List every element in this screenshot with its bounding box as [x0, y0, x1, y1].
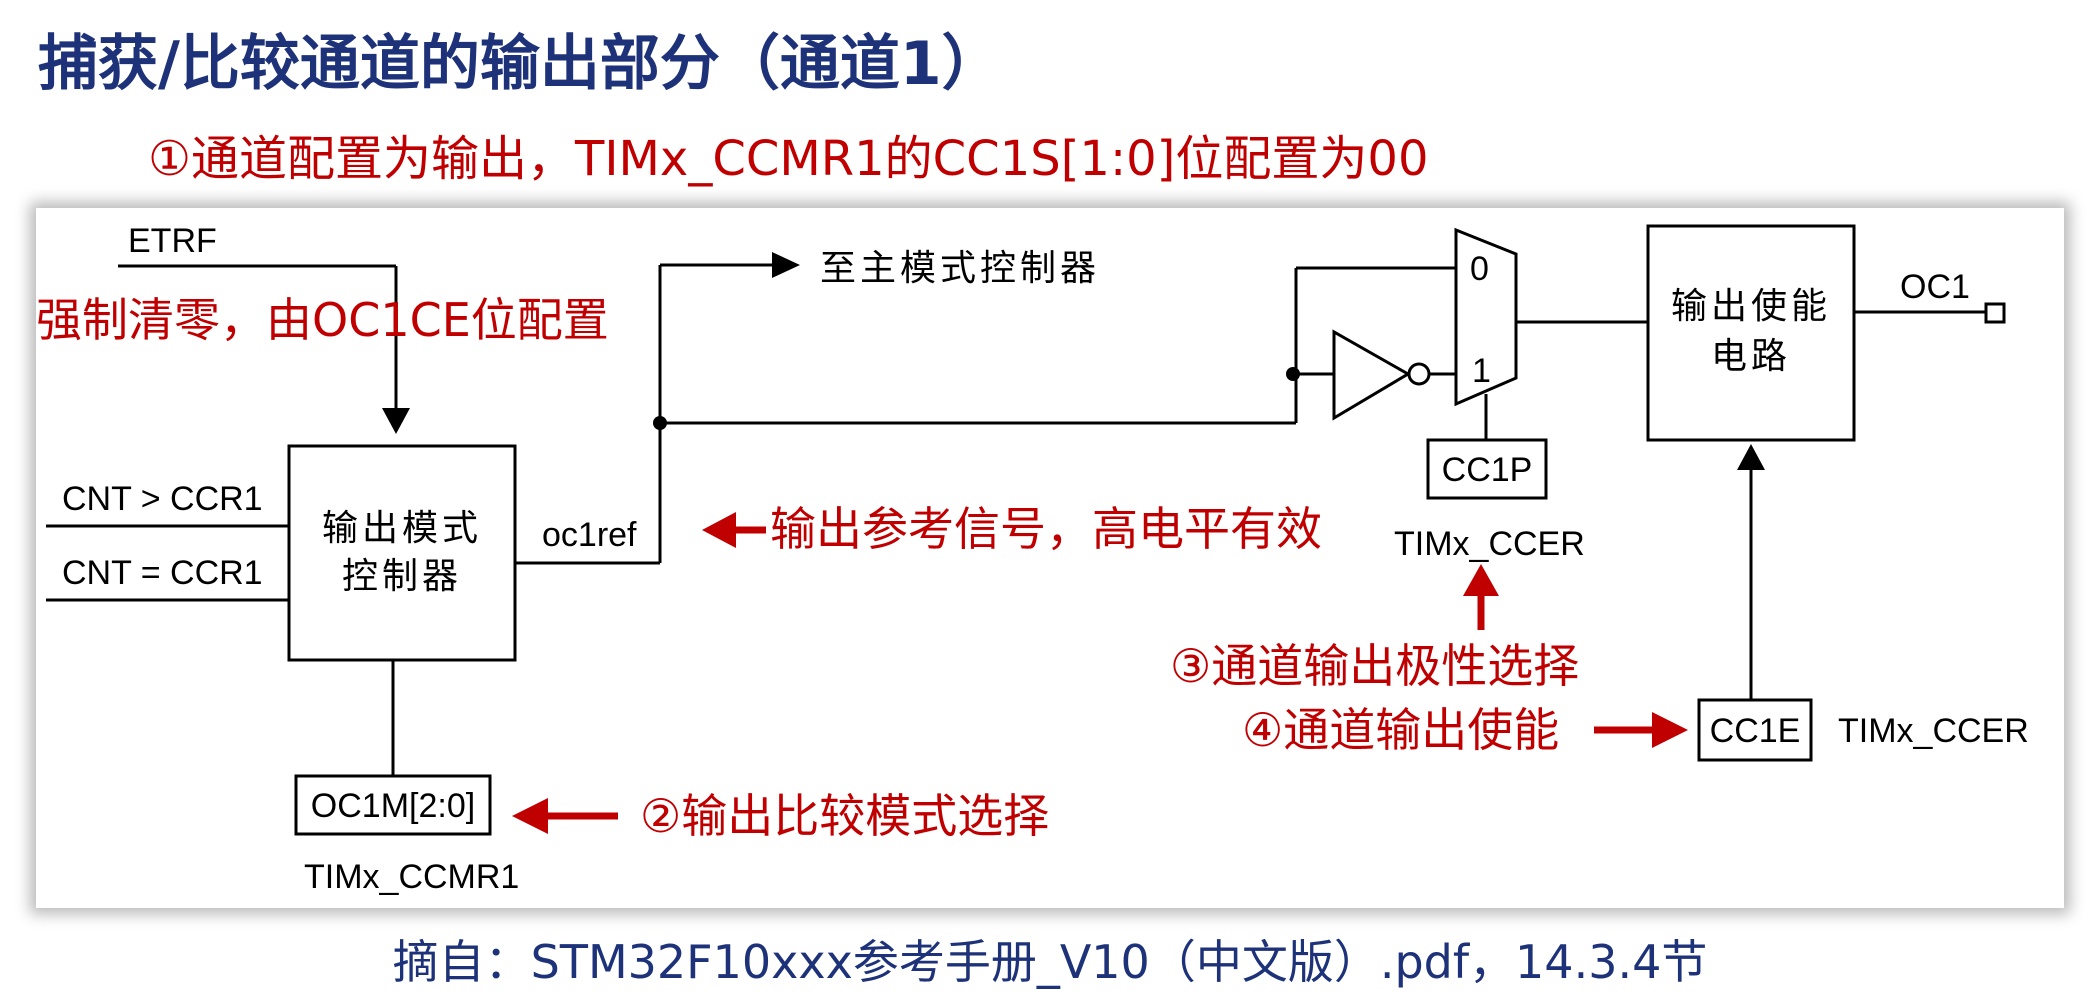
- oc1-label: OC1: [1900, 268, 1970, 306]
- cnt-gt-label: CNT > CCR1: [62, 480, 263, 518]
- output-stage-diagram: ETRF CNT > CCR1 CNT = CCR1 输出模式 控制器 OC1M…: [36, 222, 2029, 896]
- diagram-card: ETRF CNT > CCR1 CNT = CCR1 输出模式 控制器 OC1M…: [36, 208, 2064, 908]
- ccer-right-label: TIMx_CCER: [1838, 712, 2029, 750]
- oc1ref-label: oc1ref: [542, 516, 637, 554]
- output-mode-controller-line1: 输出模式: [322, 508, 482, 549]
- enable-annotation: ④通道输出使能: [1242, 703, 1559, 757]
- compare-mode-annotation: ②输出比较模式选择: [640, 789, 1049, 843]
- ccmr1-register-label: TIMx_CCMR1: [304, 858, 519, 896]
- ref-signal-arrowhead: [702, 512, 736, 548]
- output-mode-controller-line2: 控制器: [342, 556, 462, 597]
- oc1m-label: OC1M[2:0]: [311, 787, 475, 825]
- source-footer: 摘自：STM32F10xxx参考手册_V10（中文版）.pdf，14.3.4节: [392, 935, 1708, 989]
- etrf-arrowhead: [382, 408, 410, 434]
- oc1m-box: [294, 774, 492, 836]
- polarity-mux: [1454, 227, 1518, 407]
- etrf-label: ETRF: [128, 222, 217, 260]
- master-mode-arrowhead: [772, 252, 800, 278]
- cc1e-arrowhead: [1737, 444, 1765, 470]
- cc1e-label: CC1E: [1710, 712, 1801, 750]
- mux-in1-label: 1: [1472, 352, 1491, 390]
- oc1-pin: [1984, 302, 2006, 324]
- output-enable-line1: 输出使能: [1671, 286, 1831, 327]
- master-mode-label: 至主模式控制器: [820, 248, 1100, 289]
- cc1p-box: [1426, 438, 1548, 500]
- inverter-triangle: [1332, 329, 1411, 421]
- output-mode-controller-block: [287, 444, 517, 662]
- inverter-bubble: [1407, 362, 1431, 386]
- force-clear-annotation: 强制清零，由OC1CE位配置: [36, 293, 609, 347]
- compare-mode-arrowhead: [512, 798, 548, 834]
- step1-annotation: ①通道配置为输出，TIMx_CCMR1的CC1S[1:0]位配置为00: [148, 131, 1429, 187]
- mux-in0-label: 0: [1470, 250, 1489, 288]
- cnt-eq-label: CNT = CCR1: [62, 554, 263, 592]
- enable-arrowhead: [1652, 712, 1688, 748]
- page-title: 捕获/比较通道的输出部分（通道1）: [38, 29, 1002, 99]
- cc1e-box: [1697, 698, 1813, 762]
- polarity-annotation: ③通道输出极性选择: [1170, 639, 1579, 693]
- ccer-top-label: TIMx_CCER: [1394, 525, 1585, 563]
- ref-signal-annotation: 输出参考信号，高电平有效: [770, 502, 1322, 556]
- output-enable-block: [1646, 224, 1856, 442]
- cc1p-label: CC1P: [1442, 451, 1533, 489]
- polarity-arrowhead: [1463, 564, 1499, 596]
- output-enable-line2: 电路: [1711, 336, 1791, 377]
